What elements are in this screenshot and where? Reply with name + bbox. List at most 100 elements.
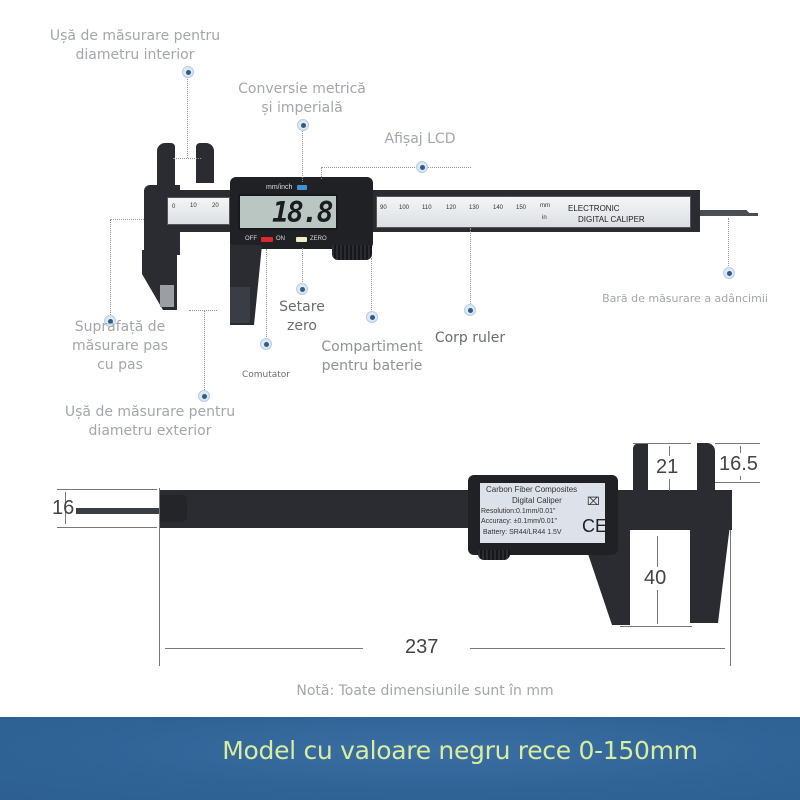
brand-line-2: DIGITAL CALIPER	[578, 215, 645, 224]
outer-jaw-face	[230, 287, 250, 323]
callout-body: Corp ruler	[420, 329, 520, 348]
dim-ext-line	[715, 482, 760, 483]
leader-line	[173, 158, 201, 159]
leader-line	[321, 167, 471, 168]
callout-inner-jaw: Ușă de măsurare pentru diametru interior	[35, 27, 235, 65]
thumb-wheel-bottom[interactable]	[478, 550, 510, 560]
inner-jaw-right	[697, 443, 715, 493]
tick-120: 120	[446, 205, 457, 211]
callout-text: Corp ruler	[434, 330, 506, 346]
dimension-note: Notă: Toate dimensiunile sunt în mm	[296, 683, 554, 699]
dim-depth-bar-height: 16	[52, 497, 75, 519]
callout-dot-zero	[296, 283, 308, 295]
callout-dot-lcd	[416, 161, 428, 173]
tick-0: 0	[172, 204, 176, 210]
callout-text: Comutator	[241, 370, 291, 380]
dim-ext-line	[57, 527, 157, 528]
power-button[interactable]	[261, 237, 273, 242]
leader-line	[189, 310, 217, 311]
callout-dot-depth-bar	[723, 267, 735, 279]
callout-text: Ușă de măsurare pentru	[49, 28, 221, 44]
tick-10: 10	[190, 203, 197, 209]
tick-90: 90	[380, 205, 387, 211]
jaw-head	[620, 490, 732, 530]
callout-dot-switch	[260, 338, 272, 350]
tick-110: 110	[422, 205, 432, 211]
callout-dot-step-surface	[104, 315, 116, 327]
callout-dot-unit-toggle	[297, 119, 309, 131]
unit-toggle-button[interactable]	[297, 185, 307, 190]
dim-ext-line	[715, 443, 760, 444]
banner-title: Model cu valoare negru rece 0-150mm	[222, 736, 698, 765]
dim-ext-line	[57, 489, 157, 490]
dim-ext-line	[620, 626, 692, 627]
dim-ext-line	[633, 443, 691, 444]
dim-arrow-16	[65, 492, 66, 524]
leader-line	[266, 249, 267, 339]
off-label: OFF	[245, 236, 257, 242]
callout-lcd: Afișaj LCD	[370, 130, 470, 149]
callout-depth-bar: Bară de măsurare a adâncimii	[580, 289, 790, 308]
spec-line-1: Carbon Fiber Composites	[486, 485, 578, 494]
callout-text: Suprafață de	[74, 319, 166, 335]
ruler-scale-right	[376, 196, 691, 228]
dim-outer-jaw-length: 40	[644, 567, 667, 590]
callout-text: cu pas	[97, 357, 143, 373]
tick-100: 100	[399, 205, 410, 211]
beam-end-cap	[160, 495, 187, 522]
step-surface-face	[160, 285, 174, 307]
callout-text: zero	[287, 318, 317, 334]
outer-jaw-right	[690, 525, 730, 623]
leader-line	[321, 167, 322, 179]
callout-dot-outer-jaw	[198, 390, 210, 402]
spec-resolution: Resolution:0.1mm/0.01"	[481, 508, 556, 515]
callout-text: diametru interior	[75, 47, 195, 63]
callout-text: și imperială	[261, 100, 343, 116]
callout-text: măsurare pas	[72, 338, 168, 354]
model-banner: Model cu valoare negru rece 0-150mm	[0, 717, 800, 800]
dim-inner-jaw-length: 21	[656, 456, 679, 479]
on-label: ON	[276, 236, 285, 242]
leader-line	[470, 228, 471, 304]
tick-140: 140	[493, 205, 504, 211]
dim-inner-jaw-width: 16.5	[719, 453, 758, 476]
depth-bar	[700, 210, 758, 216]
callout-text: Conversie metrică	[238, 81, 366, 97]
brand-line-1: ELECTRONIC	[568, 204, 620, 213]
tick-150: 150	[516, 205, 527, 211]
tick-20: 20	[212, 203, 219, 209]
dim-ext-line	[730, 530, 731, 666]
tick-130: 130	[469, 205, 480, 211]
callout-step-surface: Suprafață de măsurare pas cu pas	[70, 318, 170, 375]
callout-text: Afișaj LCD	[384, 131, 456, 147]
depth-bar-bottom	[76, 508, 161, 514]
leader-line	[302, 130, 303, 182]
callout-dot-battery	[366, 311, 378, 323]
callout-battery: Compartiment pentru baterie	[312, 338, 432, 376]
thumb-wheel[interactable]	[332, 245, 372, 260]
callout-text: pentru baterie	[321, 358, 423, 374]
weee-icon: ⌧	[587, 496, 600, 508]
leader-line	[302, 248, 303, 282]
zero-label: ZERO	[310, 236, 327, 242]
spec-label	[480, 483, 605, 543]
dim-line-237	[470, 648, 725, 649]
leader-line	[187, 74, 188, 158]
callout-text: Bară de măsurare a adâncimii	[602, 292, 768, 305]
callout-text: Compartiment	[321, 339, 423, 355]
dim-total-length: 237	[405, 636, 439, 658]
inner-jaw-left	[633, 443, 648, 493]
spec-battery: Battery: SR44/LR44 1.5V	[483, 529, 562, 536]
lcd-screen	[238, 194, 338, 230]
callout-text: diametru exterior	[88, 423, 212, 439]
ce-mark-icon: CE	[582, 516, 608, 536]
lcd-value: 18.8	[272, 196, 333, 229]
callout-text: Ușă de măsurare pentru	[64, 404, 236, 420]
dim-ext-line	[159, 488, 160, 666]
callout-outer-jaw: Ușă de măsurare pentru diametru exterior	[40, 403, 260, 441]
unit-toggle-label: mm/inch	[266, 184, 293, 191]
leader-line	[204, 310, 205, 392]
zero-button[interactable]	[296, 237, 307, 242]
callout-dot-body	[464, 304, 476, 316]
leader-line	[110, 219, 111, 321]
